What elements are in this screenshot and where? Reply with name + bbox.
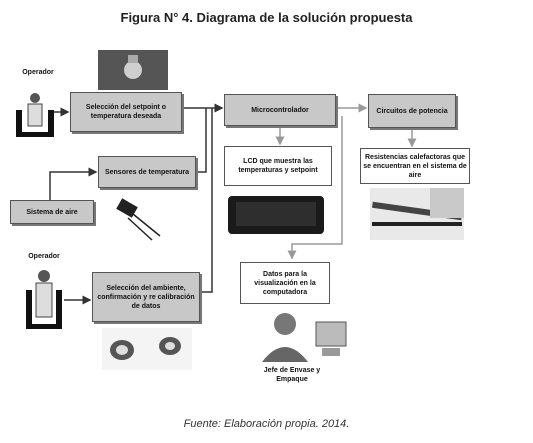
- microcontroller-box: Microcontrolador: [224, 94, 336, 126]
- environment-selection-box: Selección del ambiente, confirmación y r…: [92, 272, 200, 322]
- computer-data-box: Datos para la visualización en la comput…: [240, 262, 330, 304]
- operator-top-figure: [16, 93, 54, 137]
- air-system-box: Sistema de aire: [10, 200, 94, 224]
- figure-title: Figura N° 4. Diagrama de la solución pro…: [120, 10, 413, 25]
- heating-resistors-box: Resistencias calefactoras que se encuent…: [360, 148, 470, 184]
- temperature-sensor-photo: [116, 198, 161, 241]
- chief-computer-photo: [262, 313, 347, 362]
- setpoint-selection-box: Selección del setpoint o temperatura des…: [70, 92, 182, 132]
- heating-resistors-photo: [370, 188, 464, 240]
- figure-source: Fuente: Elaboración propia. 2014.: [183, 418, 350, 430]
- chief-label: Jefe de Envase y Empaque: [263, 367, 321, 383]
- operator-bottom-label: Operador: [28, 253, 60, 260]
- lcd-photo: [228, 196, 324, 234]
- operator-bottom-figure: [26, 270, 62, 329]
- temperature-sensors-box: Sensores de temperatura: [98, 156, 196, 188]
- power-circuits-box: Circuitos de potencia: [368, 94, 456, 128]
- buttons-photo: [102, 328, 192, 370]
- lcd-box: LCD que muestra las temperaturas y setpo…: [224, 146, 332, 186]
- operator-top-label: Operador: [22, 69, 54, 76]
